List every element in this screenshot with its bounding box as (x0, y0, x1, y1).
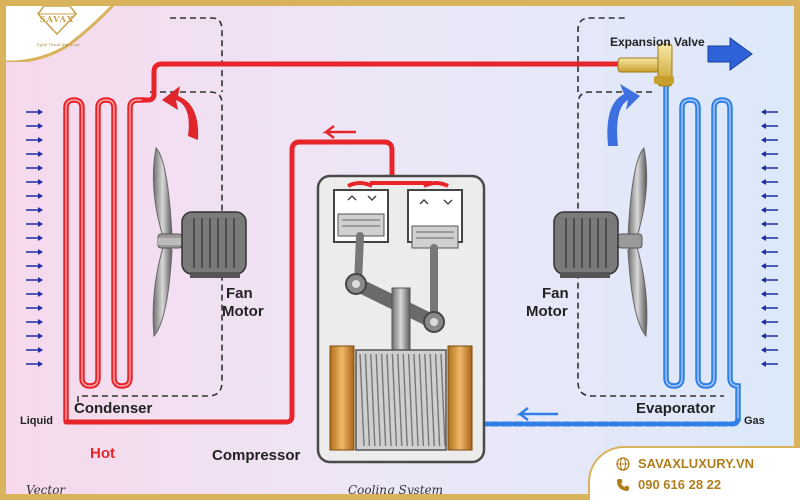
airflow-arrow-icon (761, 221, 778, 227)
condenser-housing-top (170, 17, 223, 92)
airflow-arrow-icon (26, 347, 43, 353)
airflow-arrow-icon (26, 137, 43, 143)
cold-pipe-return (475, 415, 741, 427)
evaporator-housing (577, 17, 628, 92)
airflow-arrow-icon (26, 123, 43, 129)
caption-bottom: Cooling System (348, 483, 443, 497)
airflow-arrow-icon (761, 277, 778, 283)
contact-panel: SAVAXLUXURY.VN 090 616 28 22 (590, 448, 800, 500)
fan-blade-icon (152, 243, 173, 338)
airflow-arrows-right (761, 109, 778, 367)
airflow-arrow-icon (761, 249, 778, 255)
condenser-label: Condenser (74, 400, 153, 417)
fan-blade-icon (627, 146, 648, 241)
right-fan (617, 146, 648, 338)
cold-airflow-arrow (607, 84, 640, 146)
airflow-arrow-icon (26, 305, 43, 311)
airflow-arrow-icon (761, 361, 778, 367)
airflow-arrow-icon (26, 249, 43, 255)
left-motor-icon (181, 211, 247, 278)
airflow-arrow-icon (761, 263, 778, 269)
flow-arrow-icon (516, 407, 558, 421)
compressor (316, 174, 486, 464)
website-row[interactable]: SAVAXLUXURY.VN (616, 456, 754, 471)
airflow-arrow-icon (761, 207, 778, 213)
flow-arrow-icon (707, 37, 753, 71)
airflow-arrow-icon (26, 165, 43, 171)
airflow-arrow-icon (761, 109, 778, 115)
gas-label: Gas (744, 415, 765, 427)
airflow-arrow-icon (26, 193, 43, 199)
airflow-arrow-icon (761, 333, 778, 339)
hot-airflow-arrow (162, 86, 199, 140)
phone-number[interactable]: 090 616 28 22 (638, 477, 722, 492)
piston-icon (333, 189, 389, 243)
fan-motor-left-label-2: Motor (222, 303, 264, 320)
right-motor-icon (553, 211, 619, 278)
expansion-valve (617, 43, 674, 87)
evaporator-label: Evaporator (636, 400, 715, 417)
expansion-valve-label: Expansion Valve (610, 35, 705, 49)
phone-icon (617, 478, 629, 491)
brand-name: SAVAX (39, 14, 75, 24)
airflow-arrow-icon (761, 151, 778, 157)
hot-pipe-discharge (63, 139, 395, 425)
flow-arrow-icon (322, 125, 356, 139)
airflow-arrow-icon (761, 193, 778, 199)
left-fan (152, 146, 184, 338)
airflow-arrow-icon (761, 305, 778, 311)
fan-blade-icon (152, 146, 173, 241)
airflow-arrow-icon (26, 179, 43, 185)
hot-pipe-top (141, 61, 625, 103)
airflow-arrow-icon (761, 235, 778, 241)
piston-icon (407, 189, 463, 249)
brand-logo (0, 0, 118, 62)
hot-label: Hot (90, 445, 115, 462)
airflow-arrow-icon (26, 151, 43, 157)
globe-icon (616, 456, 630, 471)
airflow-arrow-icon (761, 291, 778, 297)
airflow-arrow-icon (26, 291, 43, 297)
compressor-label: Compressor (212, 447, 301, 464)
airflow-arrow-icon (761, 347, 778, 353)
fan-blade-icon (627, 243, 648, 338)
fan-motor-left-label: Fan (226, 285, 253, 302)
airflow-arrow-icon (26, 361, 43, 367)
airflow-arrow-icon (26, 263, 43, 269)
airflow-arrow-icon (26, 221, 43, 227)
website-link[interactable]: SAVAXLUXURY.VN (638, 456, 755, 471)
airflow-arrow-icon (26, 235, 43, 241)
liquid-label: Liquid (20, 415, 53, 427)
caption-left: Vector (26, 483, 66, 497)
phone-row[interactable]: 090 616 28 22 (616, 477, 721, 492)
airflow-arrow-icon (761, 123, 778, 129)
airflow-arrow-icon (761, 137, 778, 143)
airflow-arrow-icon (26, 319, 43, 325)
brand-tagline: Nghệ Thuật Kim Loại (36, 42, 80, 47)
airflow-arrows-left (26, 109, 43, 367)
airflow-arrow-icon (26, 109, 43, 115)
airflow-arrow-icon (761, 165, 778, 171)
condenser-housing (77, 91, 223, 406)
airflow-arrow-icon (761, 319, 778, 325)
fan-motor-right-label: Fan (542, 285, 569, 302)
airflow-arrow-icon (26, 333, 43, 339)
airflow-arrow-icon (761, 179, 778, 185)
fan-motor-right-label-2: Motor (526, 303, 568, 320)
airflow-arrow-icon (26, 277, 43, 283)
airflow-arrow-icon (26, 207, 43, 213)
